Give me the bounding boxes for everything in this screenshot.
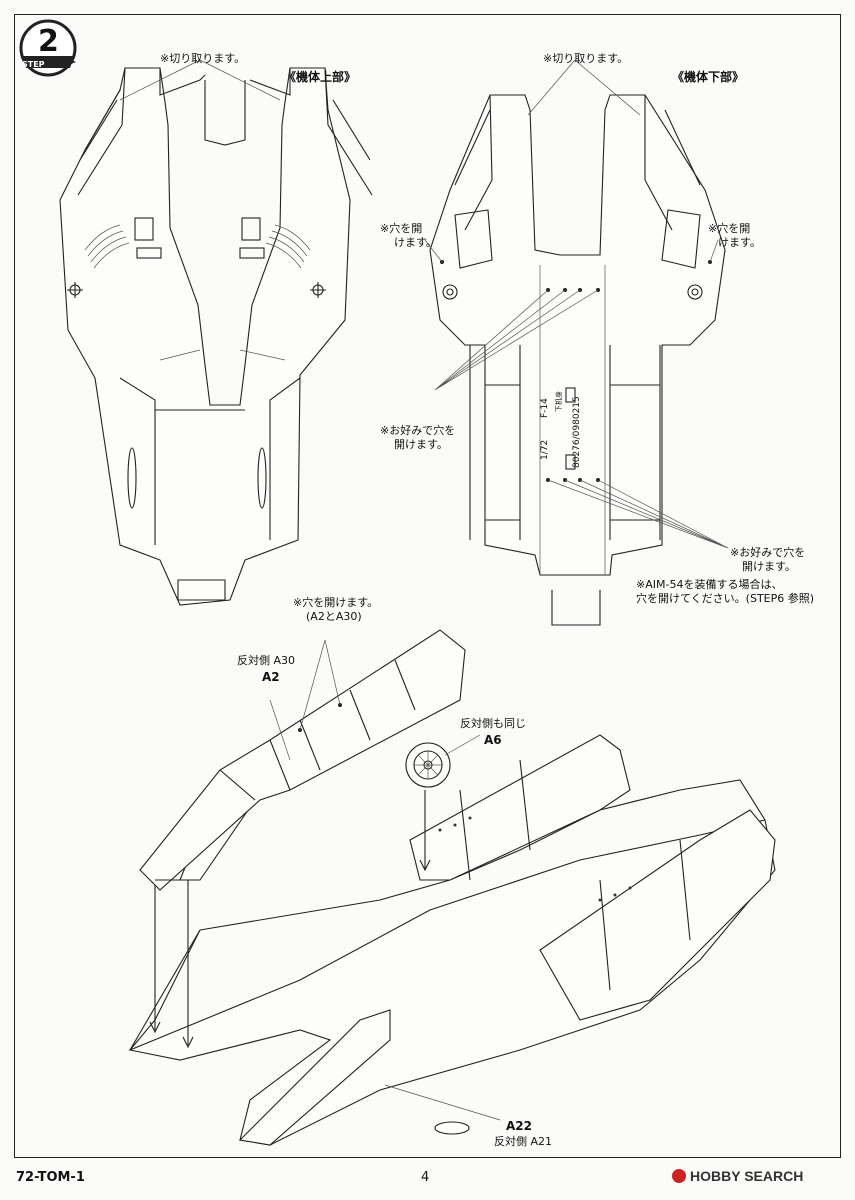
lower-fuselage-drawing	[424, 59, 729, 626]
lower-hole-note-right-1: ※穴を開	[708, 222, 751, 235]
a30-opposite-note: 反対側 A30	[237, 654, 296, 667]
optional-hole-note-left-1: ※お好みで穴を	[380, 424, 456, 437]
lower-hole-note-left-2: けます。	[394, 236, 437, 249]
stamp-serial: 80276/0980215	[572, 396, 582, 468]
assembly-hole-note-1: ※穴を開けます。	[293, 596, 379, 609]
optional-hole-note-right-1: ※お好みで穴を	[730, 546, 806, 559]
hobby-search-logo-icon	[672, 1169, 686, 1183]
lower-fuselage-title: 《機体下部》	[672, 70, 745, 84]
a21-opposite-note: 反対側 A21	[494, 1135, 553, 1148]
upper-fuselage-drawing	[59, 67, 373, 606]
footer-page-number: 4	[421, 1170, 430, 1185]
part-a2-label: A2	[262, 670, 280, 684]
same-opposite-note: 反対側も同じ	[460, 717, 526, 730]
upper-cut-note: ※切り取ります。	[160, 52, 246, 65]
optional-hole-note-right-2: 開けます。	[742, 560, 796, 573]
upper-fuselage-title: 《機体上部》	[284, 70, 357, 84]
aim54-note-2: 穴を開けてください。(STEP6 参照)	[636, 592, 815, 605]
footer-model-code: 72-TOM-1	[16, 1170, 85, 1185]
assembly-hole-note-2: (A2とA30)	[306, 610, 362, 623]
step-badge-graphic	[19, 19, 77, 77]
hobby-search-watermark: HOBBY SEARCH	[672, 1168, 803, 1184]
part-a2-drawing	[139, 629, 466, 891]
aim54-note-1: ※AIM-54を装備する場合は、	[636, 578, 783, 591]
part-a22-drawing	[434, 1121, 470, 1135]
part-a6-wheel	[405, 742, 451, 788]
stamp-part-name: 下机身	[555, 391, 563, 412]
part-a6-label: A6	[484, 733, 502, 747]
stamp-model: F-14	[540, 398, 550, 418]
lower-hole-note-left-1: ※穴を開	[380, 222, 423, 235]
page-frame	[14, 14, 841, 1158]
lower-hole-note-right-2: けます。	[718, 236, 761, 249]
lower-cut-note: ※切り取ります。	[543, 52, 629, 65]
part-a22-label: A22	[506, 1119, 532, 1133]
step-number: 2	[38, 24, 59, 59]
hobby-search-brand: HOBBY SEARCH	[690, 1168, 804, 1184]
stamp-scale: 1/72	[540, 439, 550, 460]
step-badge-label: STEP	[22, 60, 45, 69]
optional-hole-note-left-2: 開けます。	[394, 438, 448, 451]
